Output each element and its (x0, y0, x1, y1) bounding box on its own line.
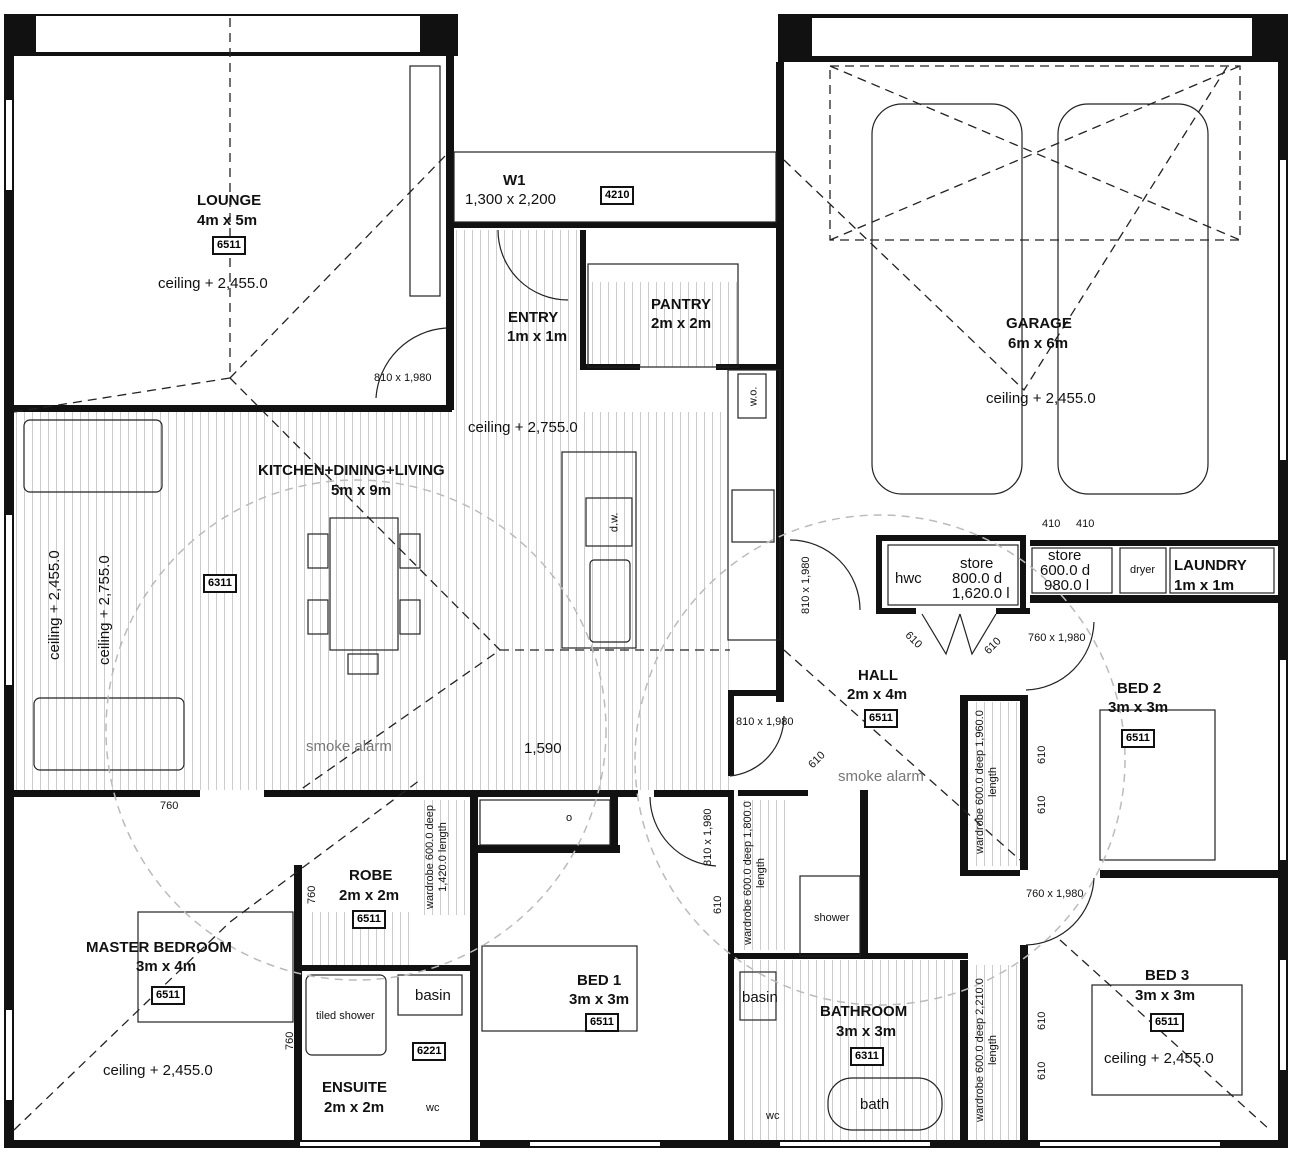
entry-floor (456, 230, 582, 412)
master-code: 6511 (151, 986, 185, 1005)
dim-760-v2: 760 (284, 1031, 296, 1050)
smoke-alarm-2: smoke alarm (838, 768, 924, 785)
dishwasher-label: d.w. (608, 512, 621, 533)
wardrobe-4-label: wardrobe 600.0 deep 2,210.0 length (974, 978, 999, 1122)
basin-1-label: basin (415, 987, 451, 1004)
w1-code: 4210 (600, 186, 635, 205)
hwc-label: hwc (895, 570, 922, 587)
dim-610-d: 610 (712, 895, 724, 914)
lounge-code: 6511 (212, 236, 246, 255)
bed3-code: 6511 (1150, 1013, 1184, 1032)
garage-name: GARAGE (1006, 315, 1072, 332)
basin-2-label: basin (742, 989, 778, 1006)
store2-l: 980.0 l (1044, 577, 1090, 594)
entry-size: 1m x 1m (507, 328, 568, 345)
door-dim-bed3: 760 x 1,980 (1026, 888, 1084, 900)
bathroom-code: 6311 (850, 1047, 884, 1066)
hall-code: 6511 (864, 709, 898, 728)
bed1-name: BED 1 (577, 972, 622, 989)
bed1-size: 3m x 3m (569, 991, 630, 1008)
wardrobe3-floor (970, 702, 1022, 866)
lounge-name: LOUNGE (197, 192, 262, 209)
store2-d: 600.0 d (1040, 562, 1091, 579)
store2-name: store (1048, 547, 1082, 564)
shower-2-label: shower (814, 912, 850, 924)
wardrobe1-floor (420, 800, 470, 915)
bathroom-name: BATHROOM (820, 1003, 908, 1020)
kitchen-ceiling-left-2: ceiling + 2,755.0 (96, 555, 113, 665)
kitchen-ceiling-left-1: ceiling + 2,455.0 (46, 550, 63, 660)
bed3-ceiling: ceiling + 2,455.0 (1104, 1050, 1214, 1067)
store1-l: 1,620.0 l (952, 585, 1010, 602)
bed3-name: BED 3 (1145, 967, 1190, 984)
wardrobe-3-label: wardrobe 600.0 deep 1,960.0 length (974, 710, 999, 854)
pantry-floor (588, 282, 738, 367)
w1-size: 1,300 x 2,200 (465, 191, 556, 208)
kitchen-ceiling: ceiling + 2,755.0 (468, 419, 578, 436)
bed2-size: 3m x 3m (1108, 699, 1169, 716)
pantry-name: PANTRY (651, 296, 711, 313)
bathroom-size: 3m x 3m (836, 1023, 897, 1040)
wardrobe4-floor (970, 965, 1022, 1140)
lounge-ceiling: ceiling + 2,455.0 (158, 275, 268, 292)
bed2-code: 6511 (1121, 729, 1155, 748)
robe-name: ROBE (349, 867, 393, 884)
wall-right (1278, 62, 1288, 1146)
bed2-name: BED 2 (1117, 680, 1162, 697)
ensuite-code: 6221 (412, 1042, 447, 1061)
bath-label: bath (860, 1096, 890, 1113)
entry-name: ENTRY (508, 309, 559, 326)
bed3-size: 3m x 3m (1135, 987, 1196, 1004)
kitchen-name: KITCHEN+DINING+LIVING (258, 462, 445, 479)
dim-610-g: 610 (1036, 1011, 1048, 1030)
bed1-code: 6511 (585, 1013, 619, 1032)
dim-410-b: 410 (1076, 518, 1095, 530)
door-dim-bed1: 810 x 1,980 (702, 808, 714, 867)
wardrobe-2-label: wardrobe 600.0 deep 1,800.0 length (742, 801, 767, 945)
garage-ceiling: ceiling + 2,455.0 (986, 390, 1096, 407)
smoke-alarm-1: smoke alarm (306, 738, 392, 755)
robe-size: 2m x 2m (339, 887, 400, 904)
door-dim-hall: 810 x 1,980 (736, 716, 794, 728)
store1-d: 800.0 d (952, 570, 1003, 587)
kitchen-code: 6311 (203, 574, 237, 593)
ensuite-name: ENSUITE (322, 1079, 388, 1096)
master-size: 3m x 4m (136, 958, 197, 975)
dim-760: 760 (160, 800, 179, 812)
wc-2-label: wc (766, 1110, 780, 1122)
dim-610-h: 610 (1036, 1061, 1048, 1080)
garage-size: 6m x 6m (1008, 335, 1069, 352)
laundry-size: 1m x 1m (1174, 577, 1235, 594)
ensuite-size: 2m x 2m (324, 1099, 385, 1116)
kitchen-floor (14, 412, 730, 790)
tiled-shower-label: tiled shower (316, 1010, 375, 1022)
wardrobe2-floor (738, 800, 788, 950)
kitchen-size: 5m x 9m (331, 482, 392, 499)
dryer-label: dryer (1130, 564, 1156, 576)
robe-code: 6511 (352, 910, 386, 929)
oven-label: o (566, 812, 573, 824)
master-name: MASTER BEDROOM (86, 939, 232, 956)
dim-760-v1: 760 (306, 885, 318, 904)
door-dim-hall-store: 810 x 1,980 (800, 556, 812, 615)
store1-name: store (960, 555, 994, 572)
hall-name: HALL (858, 667, 898, 684)
wardrobe-1-label: wardrobe 600.0 deep 1,420.0 length (424, 805, 449, 909)
master-ceiling: ceiling + 2,455.0 (103, 1062, 213, 1079)
dim-610-e: 610 (1036, 745, 1048, 764)
dim-410-a: 410 (1042, 518, 1061, 530)
wall-oven-label: w.o. (747, 386, 760, 407)
door-dim-lounge: 810 x 1,980 (374, 372, 432, 384)
pantry-size: 2m x 2m (651, 315, 712, 332)
wc-1-label: wc (426, 1102, 440, 1114)
laundry-name: LAUNDRY (1174, 557, 1247, 574)
dim-1590: 1,590 (524, 740, 562, 757)
w1-name: W1 (503, 172, 526, 189)
door-dim-bed2: 760 x 1,980 (1028, 632, 1086, 644)
lounge-size: 4m x 5m (197, 212, 258, 229)
dim-610-f: 610 (1036, 795, 1048, 814)
hall-size: 2m x 4m (847, 686, 908, 703)
